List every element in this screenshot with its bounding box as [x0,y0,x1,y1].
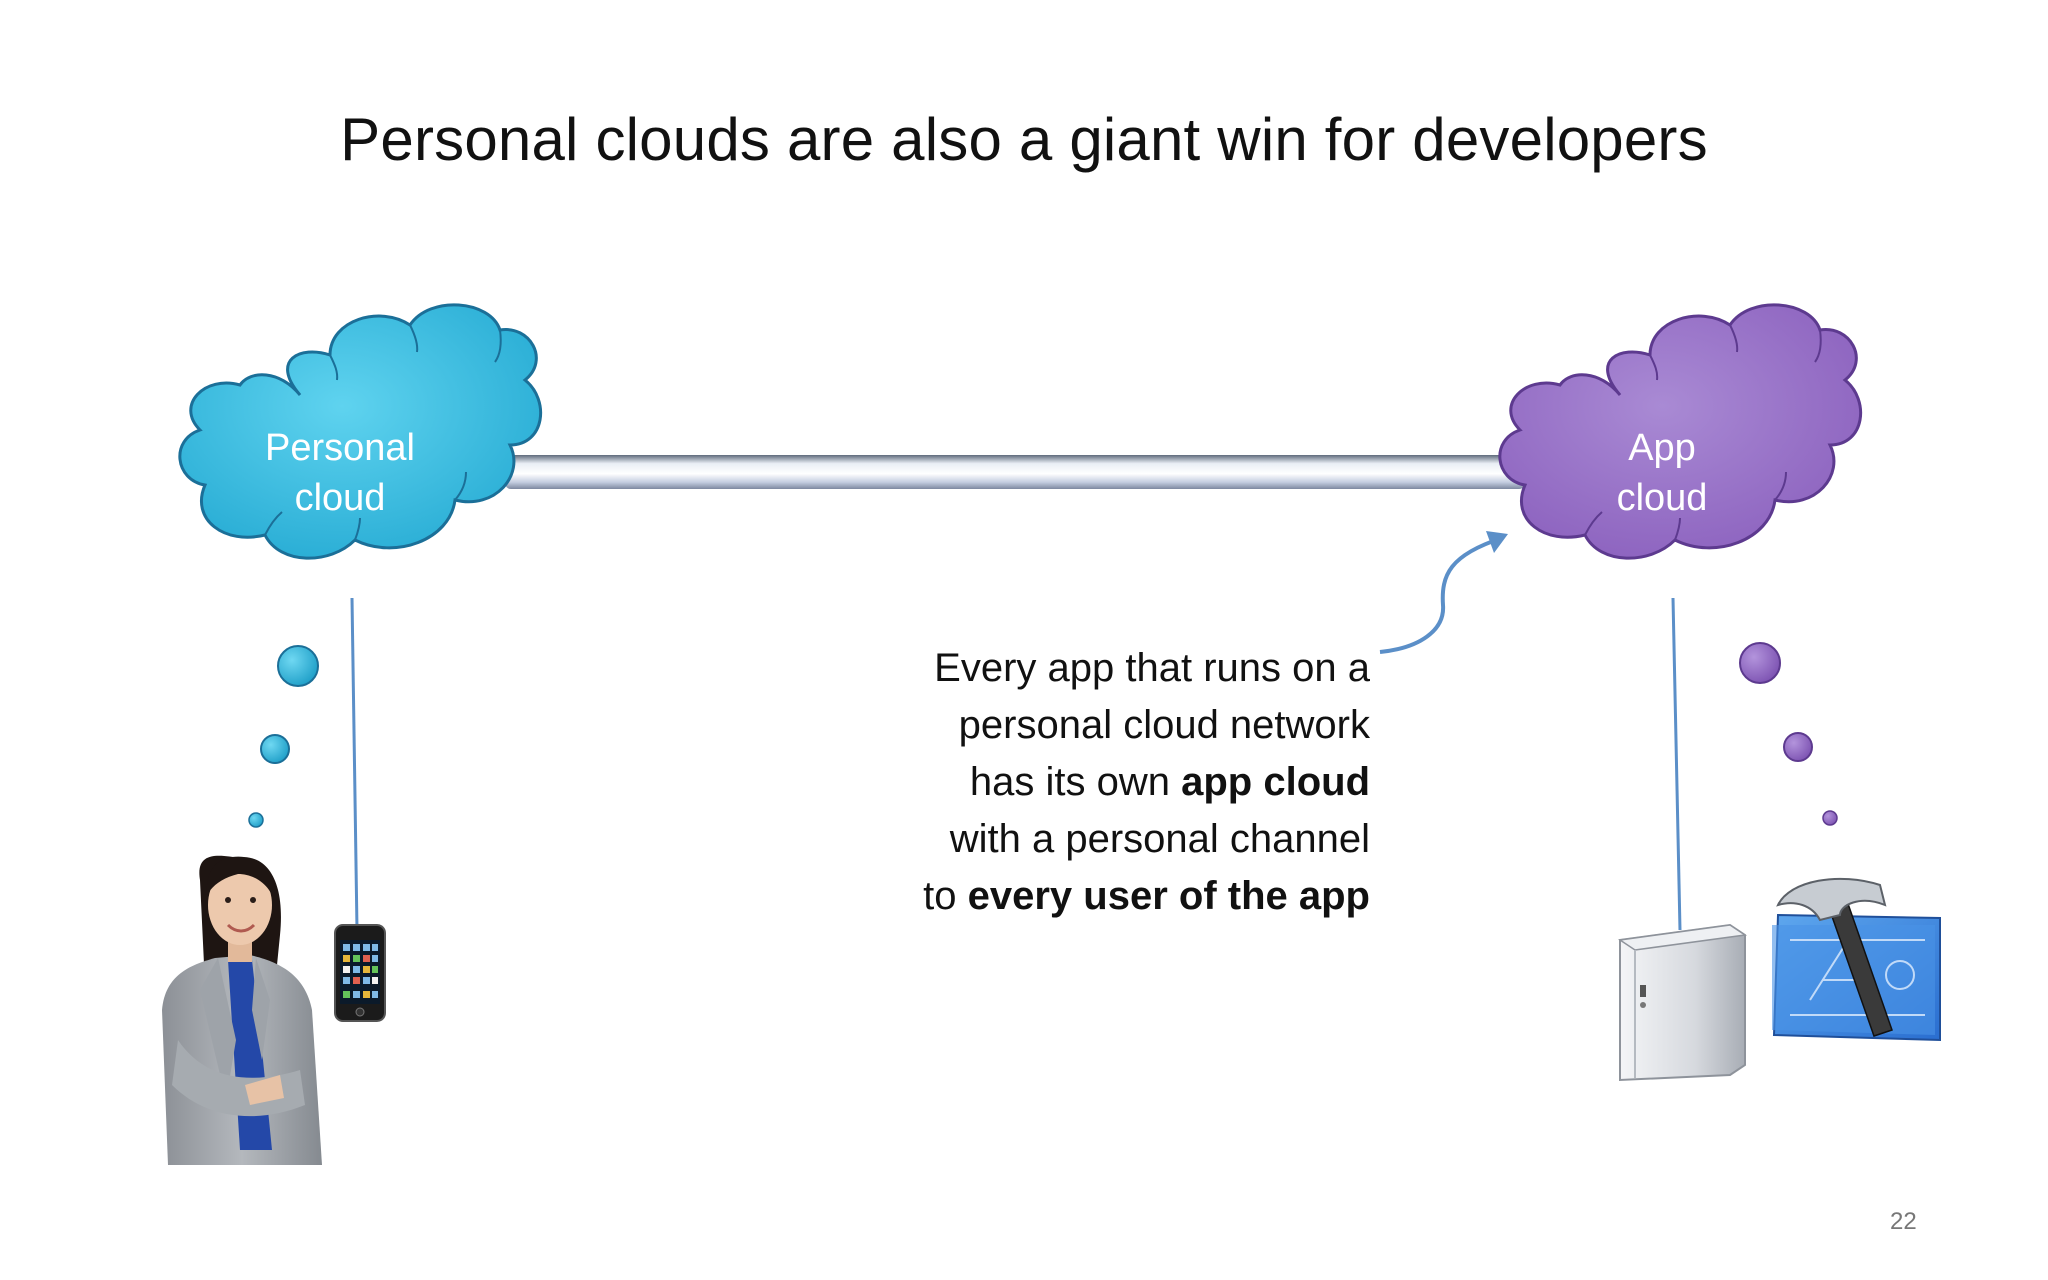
personal-cloud [178,303,542,560]
connection-pipe [505,455,1525,489]
callout-line: Every app that runs on a [934,646,1370,690]
personal-thought-bubbles [248,645,319,828]
server-icon [1617,923,1748,1082]
callout-text: Every app that runs on a personal cloud … [820,640,1370,925]
personal-cloud-label-line2: cloud [294,477,386,519]
phone-icon [334,924,386,1022]
callout-line: to every user of the app [923,874,1370,918]
arrow-icon [1379,531,1508,654]
app-cloud-label-line1: App [1628,427,1696,469]
app-cloud-label-line2: cloud [1616,477,1708,519]
person-icon [162,855,322,1165]
app-cloud-emphasis: app cloud [1181,760,1370,804]
every-user-emphasis: every user of the app [967,874,1370,918]
page-number: 22 [1890,1208,1917,1235]
personal-cloud-label-line1: Personal [265,427,415,469]
slide-title: Personal clouds are also a giant win for… [340,106,1708,173]
app-cloud-label: App cloud [1532,423,1792,523]
callout-line: has its own app cloud [969,760,1370,804]
app-server-connector [1671,597,1682,931]
personal-cloud-label: Personal cloud [210,423,470,523]
callout-line: personal cloud network [958,703,1370,747]
app-thought-bubbles [1739,642,1838,826]
developer-tools-icon [1772,877,1941,1042]
app-cloud [1498,303,1862,560]
personal-device-connector [350,597,359,931]
callout-line: with a personal channel [949,817,1370,861]
